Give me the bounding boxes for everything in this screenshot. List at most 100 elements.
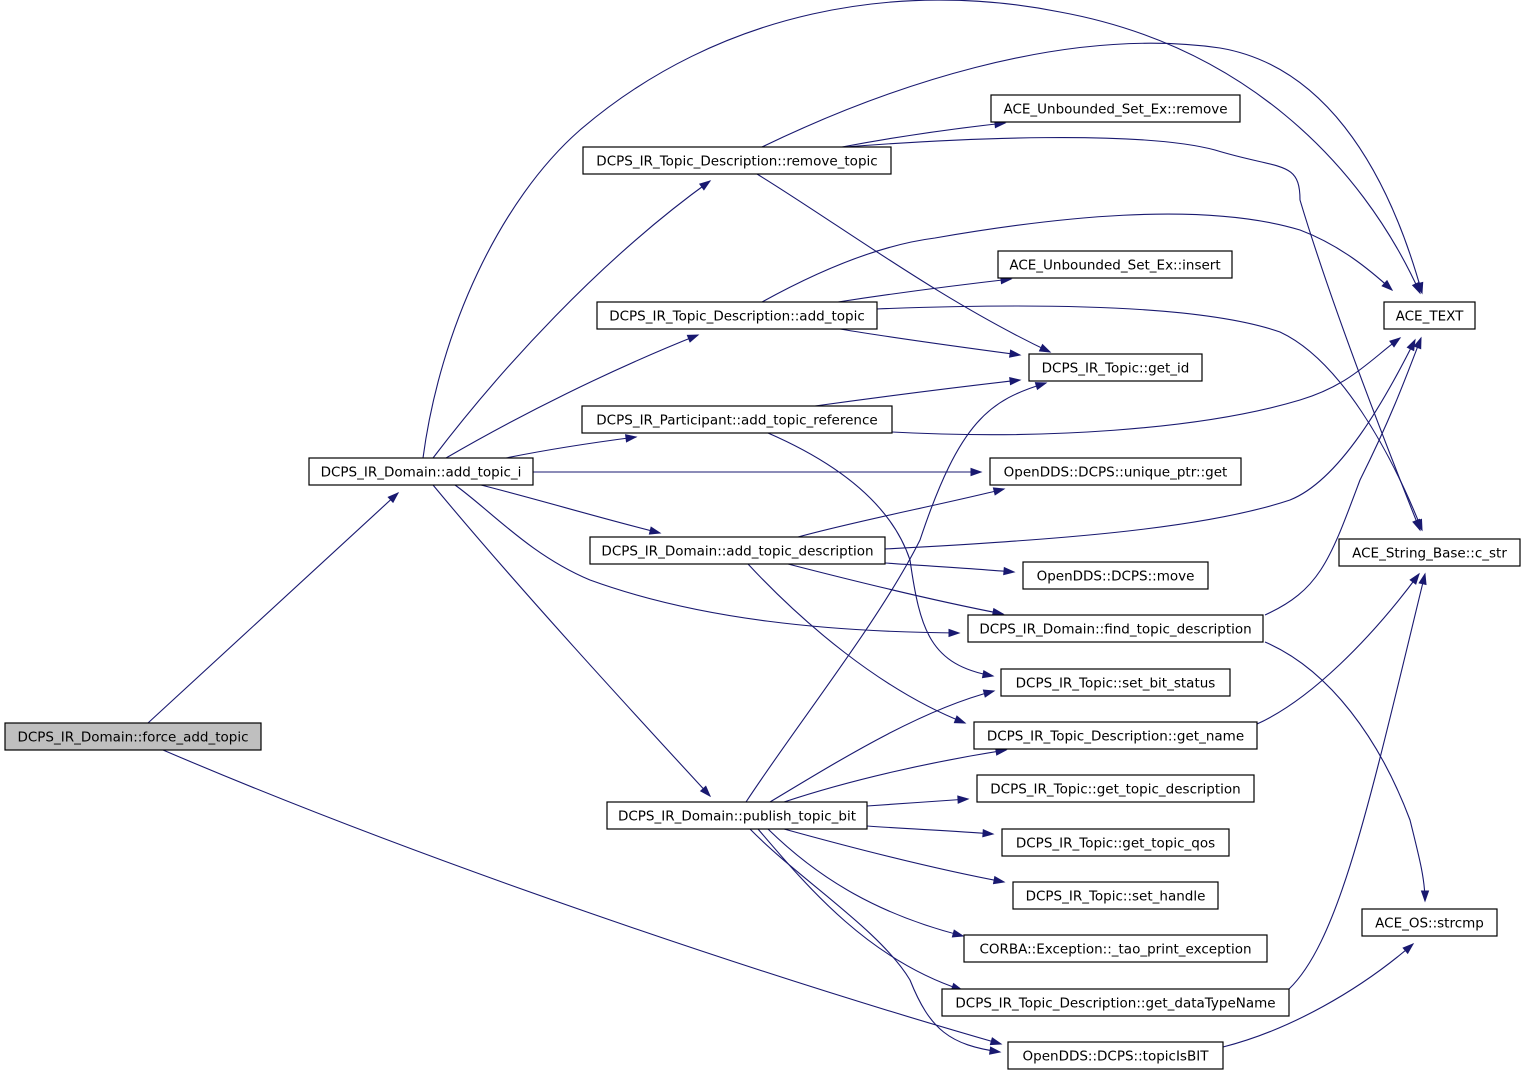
node-add-topic-reference[interactable]: DCPS_IR_Participant::add_topic_reference <box>581 405 893 434</box>
call-edge-publish-topic-bit-to-get-dataTypeName <box>757 828 964 991</box>
call-edge-add-topic-to-get-id <box>839 328 1022 358</box>
node-label: DCPS_IR_Participant::add_topic_reference <box>596 413 877 429</box>
node-set-handle[interactable]: DCPS_IR_Topic::set_handle <box>1012 881 1219 910</box>
call-edge-add-topic-to-c-str <box>875 305 1423 532</box>
call-edge-force-add-topic-to-topicIsBIT <box>162 749 1003 1046</box>
node-box <box>1012 881 1219 910</box>
node-box <box>1022 561 1209 590</box>
node-label: DCPS_IR_Topic_Description::get_dataTypeN… <box>955 996 1275 1012</box>
node-label: DCPS_IR_Domain::add_topic_i <box>321 465 522 481</box>
call-edge-add-topic-i-to-publish-topic-bit <box>432 484 712 798</box>
node-box <box>596 301 878 330</box>
node-box <box>967 614 1264 643</box>
node-get-id[interactable]: DCPS_IR_Topic::get_id <box>1028 353 1203 382</box>
call-edge-publish-topic-bit-to-get-topic-qos <box>866 825 995 838</box>
node-move[interactable]: OpenDDS::DCPS::move <box>1022 561 1209 590</box>
node-set-remove[interactable]: ACE_Unbounded_Set_Ex::remove <box>990 94 1241 123</box>
call-edge-add-topic-description-to-move <box>884 562 1016 576</box>
call-edge-publish-topic-bit-to-topicIsBIT <box>749 828 1002 1055</box>
call-edge-add-topic-i-to-unique-ptr-get <box>533 467 983 477</box>
node-add-topic-i[interactable]: DCPS_IR_Domain::add_topic_i <box>308 457 534 486</box>
call-edge-topicIsBIT-to-strcmp <box>1222 943 1415 1048</box>
node-label: OpenDDS::DCPS::move <box>1037 569 1195 585</box>
node-get-topic-description[interactable]: DCPS_IR_Topic::get_topic_description <box>976 774 1255 803</box>
node-set-bit-status[interactable]: DCPS_IR_Topic::set_bit_status <box>1000 668 1231 697</box>
call-edge-add-topic-to-ace-text <box>761 213 1394 303</box>
node-box <box>1361 908 1498 937</box>
node-box <box>4 722 262 751</box>
node-add-topic-description[interactable]: DCPS_IR_Domain::add_topic_description <box>589 536 886 565</box>
node-box <box>1001 828 1230 857</box>
node-get-dataTypeName[interactable]: DCPS_IR_Topic_Description::get_dataTypeN… <box>941 988 1290 1017</box>
call-edge-publish-topic-bit-to-tao-print-exception <box>767 828 965 938</box>
node-box <box>963 934 1268 963</box>
node-box <box>1028 353 1203 382</box>
node-remove-topic[interactable]: DCPS_IR_Topic_Description::remove_topic <box>582 146 892 175</box>
call-edge-publish-topic-bit-to-get-topic-description <box>866 795 970 807</box>
node-box <box>997 250 1233 279</box>
call-edges <box>147 0 1430 1055</box>
node-label: ACE_String_Base::c_str <box>1352 546 1507 562</box>
call-edge-find-topic-description-to-strcmp <box>1264 641 1430 903</box>
call-edge-publish-topic-bit-to-get-name <box>783 747 1008 803</box>
node-box <box>582 146 892 175</box>
call-edge-force-add-topic-to-add-topic-i <box>147 491 400 724</box>
node-add-topic[interactable]: DCPS_IR_Topic_Description::add_topic <box>596 301 878 330</box>
call-edge-publish-topic-bit-to-set-handle <box>783 828 1006 885</box>
node-label: ACE_OS::strcmp <box>1375 916 1484 932</box>
node-label: DCPS_IR_Topic_Description::get_name <box>987 729 1244 745</box>
node-label: OpenDDS::DCPS::unique_ptr::get <box>1004 465 1228 481</box>
call-edge-remove-topic-to-set-remove <box>841 119 1007 148</box>
node-label: DCPS_IR_Domain::find_topic_description <box>979 622 1251 638</box>
call-edge-find-topic-description-to-ace-text <box>1264 336 1422 616</box>
node-box <box>308 457 534 486</box>
node-box <box>973 721 1258 750</box>
node-label: DCPS_IR_Topic_Description::add_topic <box>609 309 865 325</box>
call-edge-remove-topic-to-ace-text <box>761 42 1424 295</box>
call-edge-add-topic-to-set-insert <box>837 276 1013 303</box>
node-box <box>941 988 1290 1017</box>
node-label: DCPS_IR_Topic::set_handle <box>1026 889 1206 905</box>
node-box <box>1000 668 1231 697</box>
node-find-topic-description[interactable]: DCPS_IR_Domain::find_topic_description <box>967 614 1264 643</box>
node-publish-topic-bit[interactable]: DCPS_IR_Domain::publish_topic_bit <box>606 801 868 830</box>
call-edge-add-topic-description-to-find-topic-description <box>787 563 1005 617</box>
node-topicIsBIT[interactable]: OpenDDS::DCPS::topicIsBIT <box>1007 1041 1224 1070</box>
node-c-str[interactable]: ACE_String_Base::c_str <box>1338 538 1521 567</box>
call-edge-add-topic-reference-to-get-id <box>814 377 1022 407</box>
node-unique-ptr-get[interactable]: OpenDDS::DCPS::unique_ptr::get <box>989 457 1242 486</box>
call-edge-publish-topic-bit-to-get-id <box>745 382 1048 803</box>
node-strcmp[interactable]: ACE_OS::strcmp <box>1361 908 1498 937</box>
function-nodes: DCPS_IR_Domain::force_add_topicDCPS_IR_D… <box>4 94 1521 1070</box>
call-edge-add-topic-i-to-ace-text <box>422 0 1421 459</box>
call-edge-remove-topic-to-get-id <box>756 173 1052 353</box>
node-ace-text[interactable]: ACE_TEXT <box>1383 301 1476 330</box>
node-box <box>990 94 1241 123</box>
call-edge-add-topic-i-to-add-topic-description <box>480 484 662 535</box>
node-box <box>589 536 886 565</box>
node-get-topic-qos[interactable]: DCPS_IR_Topic::get_topic_qos <box>1001 828 1230 857</box>
call-edge-publish-topic-bit-to-set-bit-status <box>769 689 996 803</box>
node-box <box>1338 538 1521 567</box>
call-edge-add-topic-description-to-get-name <box>747 563 967 724</box>
node-box <box>581 405 893 434</box>
node-label: DCPS_IR_Topic::get_topic_description <box>990 782 1240 798</box>
call-edge-add-topic-i-to-add-topic <box>445 334 700 459</box>
node-label: ACE_Unbounded_Set_Ex::insert <box>1009 258 1220 274</box>
node-label: DCPS_IR_Topic::get_topic_qos <box>1016 836 1215 852</box>
node-get-name[interactable]: DCPS_IR_Topic_Description::get_name <box>973 721 1258 750</box>
node-label: DCPS_IR_Domain::add_topic_description <box>601 544 873 560</box>
node-box <box>606 801 868 830</box>
node-box <box>1383 301 1476 330</box>
node-label: CORBA::Exception::_tao_print_exception <box>979 942 1251 958</box>
node-force-add-topic[interactable]: DCPS_IR_Domain::force_add_topic <box>4 722 262 751</box>
node-label: ACE_Unbounded_Set_Ex::remove <box>1003 102 1227 118</box>
call-edge-add-topic-reference-to-ace-text <box>891 337 1402 436</box>
node-set-insert[interactable]: ACE_Unbounded_Set_Ex::insert <box>997 250 1233 279</box>
node-box <box>989 457 1242 486</box>
node-label: ACE_TEXT <box>1396 309 1464 325</box>
call-edge-add-topic-i-to-find-topic-description <box>454 484 961 638</box>
call-edge-get-name-to-c-str <box>1256 572 1420 725</box>
node-tao-print-exception[interactable]: CORBA::Exception::_tao_print_exception <box>963 934 1268 963</box>
